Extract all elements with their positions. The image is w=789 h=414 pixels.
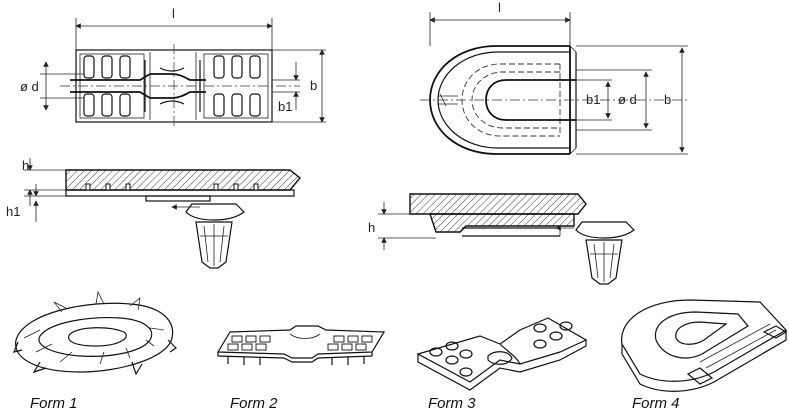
pad-grid-right [213, 55, 261, 117]
section-view-form4: h [368, 193, 635, 285]
dim-h-label-right: h [368, 220, 375, 235]
iso-form-2: Form 2 [216, 325, 386, 412]
dim-l-label-right: l [498, 0, 501, 15]
dim-d-label-right: ø d [618, 92, 637, 107]
dim-b1-label-left: b1 [278, 99, 292, 114]
pad-rows-form2 [227, 335, 373, 351]
iso-form-4: Form 4 [621, 299, 788, 412]
rivet-clip-right [575, 221, 635, 285]
dim-d-label-left: ø d [20, 79, 39, 94]
iso-form-1: Form 1 [13, 290, 177, 412]
pad-grid-left [83, 55, 131, 117]
iso-form-3: Form 3 [416, 317, 588, 412]
dim-h-label-left: h [22, 158, 29, 173]
dim-b1-label-right: b1 [586, 92, 600, 107]
form-3-label: Form 3 [428, 395, 476, 412]
dim-b-label-left: b [310, 78, 317, 93]
form-1-label: Form 1 [30, 395, 78, 412]
dim-h1-label: h1 [6, 204, 20, 219]
dim-b-label-right: b [664, 92, 671, 107]
section-view-form2: h h1 [6, 158, 301, 269]
rivet-clip-left [185, 203, 245, 269]
dim-l-label: l [172, 6, 175, 21]
form-2-label: Form 2 [230, 395, 278, 412]
form-4-label: Form 4 [632, 395, 680, 412]
plan-view-form4: l b1 ø d b [420, 0, 690, 155]
plan-view-form2: l [20, 6, 326, 128]
